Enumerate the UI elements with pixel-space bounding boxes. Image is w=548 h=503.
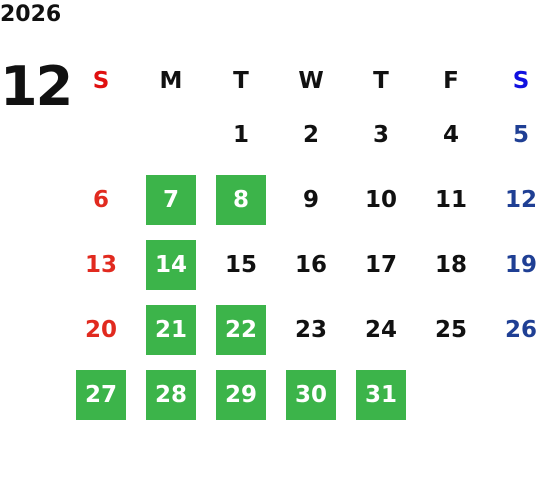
day-cell[interactable]: 4 xyxy=(416,110,486,160)
day-number: 3 xyxy=(372,121,389,148)
empty-day-cell xyxy=(416,370,486,420)
week-row: 1 2 3 4 5 xyxy=(66,102,548,167)
day-cell[interactable]: 8 xyxy=(206,174,276,225)
day-number: 24 xyxy=(364,316,397,343)
weekday-sunday: S xyxy=(92,68,110,94)
day-cell[interactable]: 11 xyxy=(416,175,486,225)
day-cell[interactable]: 29 xyxy=(206,369,276,420)
day-number: 4 xyxy=(442,121,459,148)
weekday-tuesday: T xyxy=(233,68,249,94)
day-cell[interactable]: 1 xyxy=(206,110,276,160)
day-number: 2 xyxy=(302,121,319,148)
day-number: 25 xyxy=(434,316,467,343)
day-cell[interactable]: 12 xyxy=(486,175,548,225)
weekday-wednesday: W xyxy=(298,68,324,94)
day-cell[interactable]: 26 xyxy=(486,305,548,355)
day-cell[interactable]: 2 xyxy=(276,110,346,160)
weekday-saturday: S xyxy=(512,68,530,94)
day-cell[interactable]: 22 xyxy=(206,304,276,355)
day-cell[interactable]: 16 xyxy=(276,240,346,290)
empty-day-cell xyxy=(136,110,206,160)
day-cell[interactable]: 31 xyxy=(346,369,416,420)
day-cell[interactable]: 9 xyxy=(276,175,346,225)
empty-day-cell xyxy=(66,110,136,160)
day-number: 8 xyxy=(216,174,266,225)
day-number: 22 xyxy=(216,304,266,355)
weekday-header-row: S M T W T F S xyxy=(66,60,548,102)
day-number: 7 xyxy=(146,174,196,225)
day-cell[interactable]: 25 xyxy=(416,305,486,355)
day-cell[interactable]: 10 xyxy=(346,175,416,225)
day-number: 14 xyxy=(146,239,196,290)
day-cell[interactable]: 17 xyxy=(346,240,416,290)
day-cell[interactable]: 23 xyxy=(276,305,346,355)
day-cell[interactable]: 18 xyxy=(416,240,486,290)
year-label: 2026 xyxy=(0,2,62,27)
day-cell[interactable]: 20 xyxy=(66,305,136,355)
day-cell[interactable]: 28 xyxy=(136,369,206,420)
week-row: 20 21 22 23 24 25 26 xyxy=(66,297,548,362)
day-number: 31 xyxy=(356,369,406,420)
day-number: 17 xyxy=(364,251,397,278)
day-number: 18 xyxy=(434,251,467,278)
day-number: 29 xyxy=(216,369,266,420)
day-number: 21 xyxy=(146,304,196,355)
day-number: 11 xyxy=(434,186,467,213)
day-number: 1 xyxy=(232,121,249,148)
month-number: 12 xyxy=(0,55,73,118)
day-number: 5 xyxy=(512,121,529,148)
day-cell[interactable]: 5 xyxy=(486,110,548,160)
day-number: 23 xyxy=(294,316,327,343)
day-number: 27 xyxy=(76,369,126,420)
weekday-thursday: T xyxy=(373,68,389,94)
week-row: 27 28 29 30 31 xyxy=(66,362,548,427)
weekday-friday: F xyxy=(443,68,459,94)
day-cell[interactable]: 13 xyxy=(66,240,136,290)
day-number: 30 xyxy=(286,369,336,420)
day-cell[interactable]: 27 xyxy=(66,369,136,420)
day-number: 15 xyxy=(224,251,257,278)
day-cell[interactable]: 3 xyxy=(346,110,416,160)
day-cell[interactable]: 21 xyxy=(136,304,206,355)
day-number: 19 xyxy=(504,251,537,278)
day-number: 16 xyxy=(294,251,327,278)
day-cell[interactable]: 7 xyxy=(136,174,206,225)
empty-day-cell xyxy=(486,370,548,420)
day-number: 10 xyxy=(364,186,397,213)
day-number: 13 xyxy=(84,251,117,278)
day-cell[interactable]: 24 xyxy=(346,305,416,355)
day-cell[interactable]: 14 xyxy=(136,239,206,290)
day-number: 26 xyxy=(504,316,537,343)
day-cell[interactable]: 15 xyxy=(206,240,276,290)
day-number: 12 xyxy=(504,186,537,213)
day-number: 9 xyxy=(302,186,319,213)
weekday-monday: M xyxy=(159,68,183,94)
day-number: 20 xyxy=(84,316,117,343)
day-cell[interactable]: 6 xyxy=(66,175,136,225)
day-number: 6 xyxy=(92,186,109,213)
day-number: 28 xyxy=(146,369,196,420)
week-row: 13 14 15 16 17 18 19 xyxy=(66,232,548,297)
day-cell[interactable]: 30 xyxy=(276,369,346,420)
day-cell[interactable]: 19 xyxy=(486,240,548,290)
